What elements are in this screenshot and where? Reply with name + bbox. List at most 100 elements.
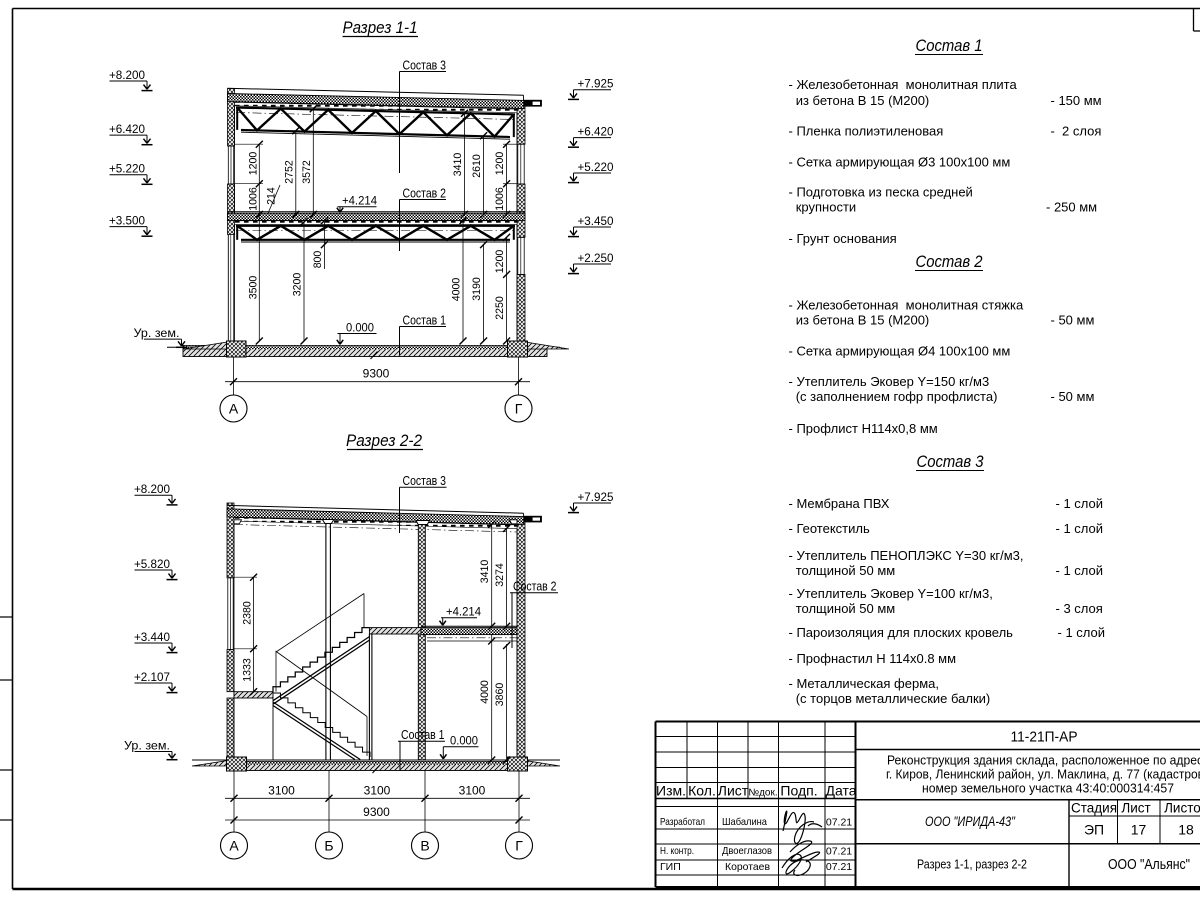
svg-text:- 1 слой: - 1 слой bbox=[1056, 496, 1104, 511]
svg-text:- Сетка армирующая Ø3 100х100: - Сетка армирующая Ø3 100х100 мм bbox=[789, 155, 1011, 170]
svg-text:Коротаев: Коротаев bbox=[725, 861, 770, 873]
svg-text:+3.450: +3.450 bbox=[578, 216, 614, 228]
svg-text:- Профнастил Н 114х0.8 мм: - Профнастил Н 114х0.8 мм bbox=[789, 651, 957, 666]
svg-text:800: 800 bbox=[312, 251, 324, 269]
svg-text:А: А bbox=[229, 838, 239, 854]
svg-text:3860: 3860 bbox=[494, 683, 506, 707]
svg-text:3100: 3100 bbox=[268, 783, 295, 797]
svg-text:1200: 1200 bbox=[494, 152, 506, 176]
svg-text:Б: Б bbox=[324, 838, 333, 854]
svg-text:1006: 1006 bbox=[247, 187, 259, 211]
svg-text:Состав 3: Состав 3 bbox=[403, 474, 447, 488]
svg-text:- Подготовка из песка средней: - Подготовка из песка средней bbox=[789, 185, 973, 200]
svg-text:- 250 мм: - 250 мм bbox=[1046, 200, 1097, 215]
svg-text:- Пленка полиэтиленовая: - Пленка полиэтиленовая bbox=[789, 124, 944, 139]
svg-text:Дата: Дата bbox=[825, 783, 856, 799]
svg-text:Г: Г bbox=[515, 401, 523, 417]
svg-text:- Железобетонная монолитная с: - Железобетонная монолитная стяжка bbox=[789, 298, 1024, 313]
svg-text:3410: 3410 bbox=[479, 560, 491, 584]
svg-text:номер земельного участка 43:40: номер земельного участка 43:40:000314:45… bbox=[922, 781, 1174, 796]
svg-text:07.21: 07.21 bbox=[826, 817, 852, 829]
svg-text:Листов: Листов bbox=[1164, 801, 1200, 816]
svg-text:Состав 3: Состав 3 bbox=[403, 58, 447, 72]
svg-text:2250: 2250 bbox=[494, 296, 506, 320]
svg-text:Лист: Лист bbox=[1121, 801, 1150, 816]
svg-text:- Сетка армирующая Ø4 100х100: - Сетка армирующая Ø4 100х100 мм bbox=[789, 344, 1011, 359]
svg-text:(с заполнением гофр профлиста): (с заполнением гофр профлиста) bbox=[789, 389, 998, 404]
svg-text:- 50 мм: - 50 мм bbox=[1051, 389, 1095, 404]
svg-text:Н. контр.: Н. контр. bbox=[660, 845, 694, 857]
svg-text:Разрез 1-1, разрез 2-2: Разрез 1-1, разрез 2-2 bbox=[917, 858, 1027, 872]
svg-text:1333: 1333 bbox=[242, 658, 254, 682]
svg-text:толщиной 50 мм: толщиной 50 мм bbox=[789, 601, 896, 616]
svg-text:Ур. зем.: Ур. зем. bbox=[124, 740, 170, 752]
svg-text:ГИП: ГИП bbox=[660, 861, 681, 873]
svg-text:4000: 4000 bbox=[451, 278, 463, 302]
svg-text:- Мембрана ПВХ: - Мембрана ПВХ bbox=[789, 496, 890, 511]
svg-text:3100: 3100 bbox=[364, 783, 391, 797]
svg-text:1200: 1200 bbox=[494, 250, 506, 274]
svg-text:из бетона В 15 (М200): из бетона В 15 (М200) bbox=[789, 313, 930, 328]
svg-text:3572: 3572 bbox=[301, 160, 313, 184]
svg-text:г. Киров, Ленинский район, ул.: г. Киров, Ленинский район, ул. Маклина, … bbox=[886, 767, 1200, 782]
svg-text:Реконструкция здания склада, р: Реконструкция здания склада, расположенн… bbox=[887, 753, 1200, 768]
svg-text:№док.: №док. bbox=[748, 788, 777, 799]
svg-text:- Пароизоляция для плоских кро: - Пароизоляция для плоских кровель bbox=[789, 625, 1014, 640]
svg-text:- Профлист Н114х0,8 мм: - Профлист Н114х0,8 мм bbox=[789, 421, 938, 436]
svg-text:9300: 9300 bbox=[363, 367, 390, 381]
svg-text:9300: 9300 bbox=[363, 805, 390, 819]
svg-text:3410: 3410 bbox=[452, 153, 464, 177]
svg-text:толщиной 50 мм: толщиной 50 мм bbox=[789, 563, 896, 578]
svg-text:ЭП: ЭП bbox=[1084, 822, 1104, 838]
svg-text:А: А bbox=[229, 401, 239, 417]
svg-text:Разработал: Разработал bbox=[660, 816, 705, 828]
svg-text:+6.420: +6.420 bbox=[109, 124, 145, 136]
svg-text:- 2 слоя: - 2 слоя bbox=[1051, 124, 1102, 139]
svg-text:2380: 2380 bbox=[242, 601, 254, 625]
svg-text:Кол.: Кол. bbox=[688, 783, 716, 799]
svg-text:В: В bbox=[420, 838, 429, 854]
svg-text:ООО "Альянс": ООО "Альянс" bbox=[1108, 857, 1190, 873]
svg-text:- Утеплитель Эковер Y=150 кг/м: - Утеплитель Эковер Y=150 кг/м3 bbox=[789, 374, 990, 389]
svg-text:11-21П-АР: 11-21П-АР bbox=[1011, 729, 1078, 746]
svg-text:+7.925: +7.925 bbox=[578, 492, 614, 504]
svg-text:+3.500: +3.500 bbox=[109, 215, 145, 227]
svg-text:2610: 2610 bbox=[471, 154, 483, 178]
svg-text:2752: 2752 bbox=[283, 160, 295, 184]
svg-text:Подп.: Подп. bbox=[780, 783, 817, 799]
svg-text:- 1 слой: - 1 слой bbox=[1056, 521, 1104, 536]
svg-text:Лист: Лист bbox=[718, 783, 749, 799]
svg-text:- Железобетонная монолитная п: - Железобетонная монолитная плита bbox=[789, 77, 1018, 92]
svg-text:(с торцов металлические балки): (с торцов металлические балки) bbox=[789, 691, 991, 706]
svg-text:+7.925: +7.925 bbox=[578, 79, 614, 91]
svg-text:Разрез 2-2: Разрез 2-2 bbox=[346, 431, 422, 450]
svg-text:Состав 1: Состав 1 bbox=[401, 728, 445, 742]
svg-text:Состав 2: Состав 2 bbox=[513, 580, 557, 594]
svg-text:Стадия: Стадия bbox=[1071, 801, 1117, 816]
svg-text:- 150 мм: - 150 мм bbox=[1051, 93, 1102, 108]
svg-text:Двоеглазов: Двоеглазов bbox=[722, 845, 772, 857]
svg-text:Шабалина: Шабалина bbox=[722, 816, 767, 828]
svg-text:Состав 1: Состав 1 bbox=[916, 37, 983, 55]
svg-text:3274: 3274 bbox=[494, 563, 506, 587]
svg-text:0.000: 0.000 bbox=[450, 736, 478, 748]
svg-text:Состав 2: Состав 2 bbox=[916, 253, 983, 271]
svg-text:из бетона В 15 (М200): из бетона В 15 (М200) bbox=[789, 93, 930, 108]
svg-text:1200: 1200 bbox=[247, 152, 259, 176]
svg-text:+4.214: +4.214 bbox=[342, 196, 378, 208]
svg-text:Разрез 1-1: Разрез 1-1 bbox=[343, 18, 418, 37]
svg-text:3100: 3100 bbox=[459, 783, 486, 797]
svg-text:- 1 слой: - 1 слой bbox=[1056, 563, 1104, 578]
svg-text:- 1 слой: - 1 слой bbox=[1058, 625, 1106, 640]
svg-text:- 3 слоя: - 3 слоя bbox=[1056, 601, 1103, 616]
svg-text:Изм.: Изм. bbox=[656, 783, 686, 799]
svg-text:- 50 мм: - 50 мм bbox=[1051, 313, 1095, 328]
svg-text:4000: 4000 bbox=[479, 680, 491, 704]
svg-text:ООО "ИРИДА-43": ООО "ИРИДА-43" bbox=[925, 814, 1016, 829]
svg-text:- Металлическая ферма,: - Металлическая ферма, bbox=[789, 676, 939, 691]
svg-text:1006: 1006 bbox=[494, 187, 506, 211]
svg-text:+5.820: +5.820 bbox=[134, 559, 170, 571]
svg-text:3200: 3200 bbox=[292, 273, 304, 297]
svg-text:Состав 2: Состав 2 bbox=[403, 186, 447, 200]
svg-text:18: 18 bbox=[1178, 822, 1194, 838]
